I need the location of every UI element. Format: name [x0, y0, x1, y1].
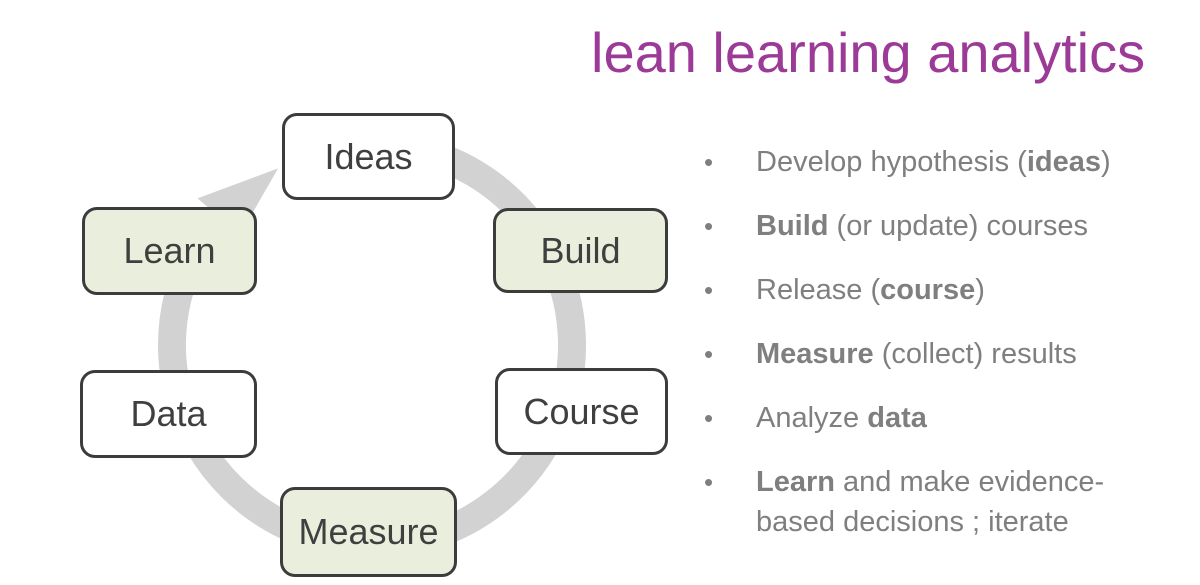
bullet-dot: •	[704, 275, 714, 305]
bullet-dot: •	[704, 467, 714, 497]
cycle-node-build: Build	[493, 208, 668, 293]
bullet-text: Learn and make evidence-based decisions …	[756, 462, 1104, 542]
bullet-segment: based decisions ; iterate	[756, 506, 1069, 538]
bullet-item-analyze: • Analyze data	[704, 398, 1184, 438]
bullet-segment: )	[975, 274, 985, 306]
bullet-text: Measure (collect) results	[756, 334, 1077, 374]
bullet-segment-bold: course	[880, 274, 976, 306]
cycle-node-label: Learn	[123, 230, 216, 271]
bullet-item-release: • Release (course)	[704, 270, 1184, 310]
bullet-segment-bold: Learn	[756, 466, 835, 498]
cycle-node-label: Course	[523, 390, 640, 432]
bullet-text: Release (course)	[756, 270, 985, 310]
bullet-text: Analyze data	[756, 398, 927, 438]
bullet-item-build: • Build (or update) courses	[704, 206, 1184, 246]
cycle-node-label: Ideas	[324, 135, 413, 177]
bullet-segment: and make evidence-	[834, 466, 1105, 498]
bullet-item-measure: • Measure (collect) results	[704, 334, 1184, 374]
bullet-segment: (or update) courses	[828, 210, 1089, 242]
bullet-segment: )	[1101, 146, 1111, 178]
bullet-dot: •	[704, 403, 714, 433]
bullet-dot: •	[704, 339, 714, 369]
cycle-node-label: Build	[540, 229, 621, 271]
bullet-text: Build (or update) courses	[756, 206, 1088, 246]
bullet-segment: Develop hypothesis (	[756, 146, 1027, 178]
cycle-node-data: Data	[80, 370, 257, 458]
bullet-item-ideas: • Develop hypothesis (ideas)	[704, 142, 1184, 182]
bullet-text: Develop hypothesis (ideas)	[756, 142, 1111, 182]
bullet-list: • Develop hypothesis (ideas) • Build (or…	[704, 142, 1184, 566]
bullet-dot: •	[704, 147, 714, 177]
bullet-segment-bold: Measure	[756, 338, 874, 370]
bullet-segment-bold: ideas	[1026, 146, 1101, 178]
bullet-segment: (collect) results	[873, 338, 1077, 370]
cycle-node-label: Measure	[298, 511, 439, 552]
bullet-segment-bold: Build	[756, 210, 829, 242]
bullet-item-learn: • Learn and make evidence-based decision…	[704, 462, 1184, 542]
bullet-segment-bold: data	[867, 402, 927, 434]
bullet-segment: Release (	[756, 274, 881, 306]
bullet-segment: Analyze	[756, 402, 868, 434]
slide-title: lean learning analytics	[591, 21, 1146, 84]
cycle-node-measure: Measure	[280, 487, 457, 577]
bullet-dot: •	[704, 211, 714, 241]
cycle-node-learn: Learn	[82, 207, 257, 295]
cycle-node-course: Course	[495, 368, 668, 455]
cycle-node-ideas: Ideas	[282, 113, 455, 200]
cycle-node-label: Data	[130, 393, 207, 434]
cycle-arrowhead-icon	[197, 168, 279, 235]
